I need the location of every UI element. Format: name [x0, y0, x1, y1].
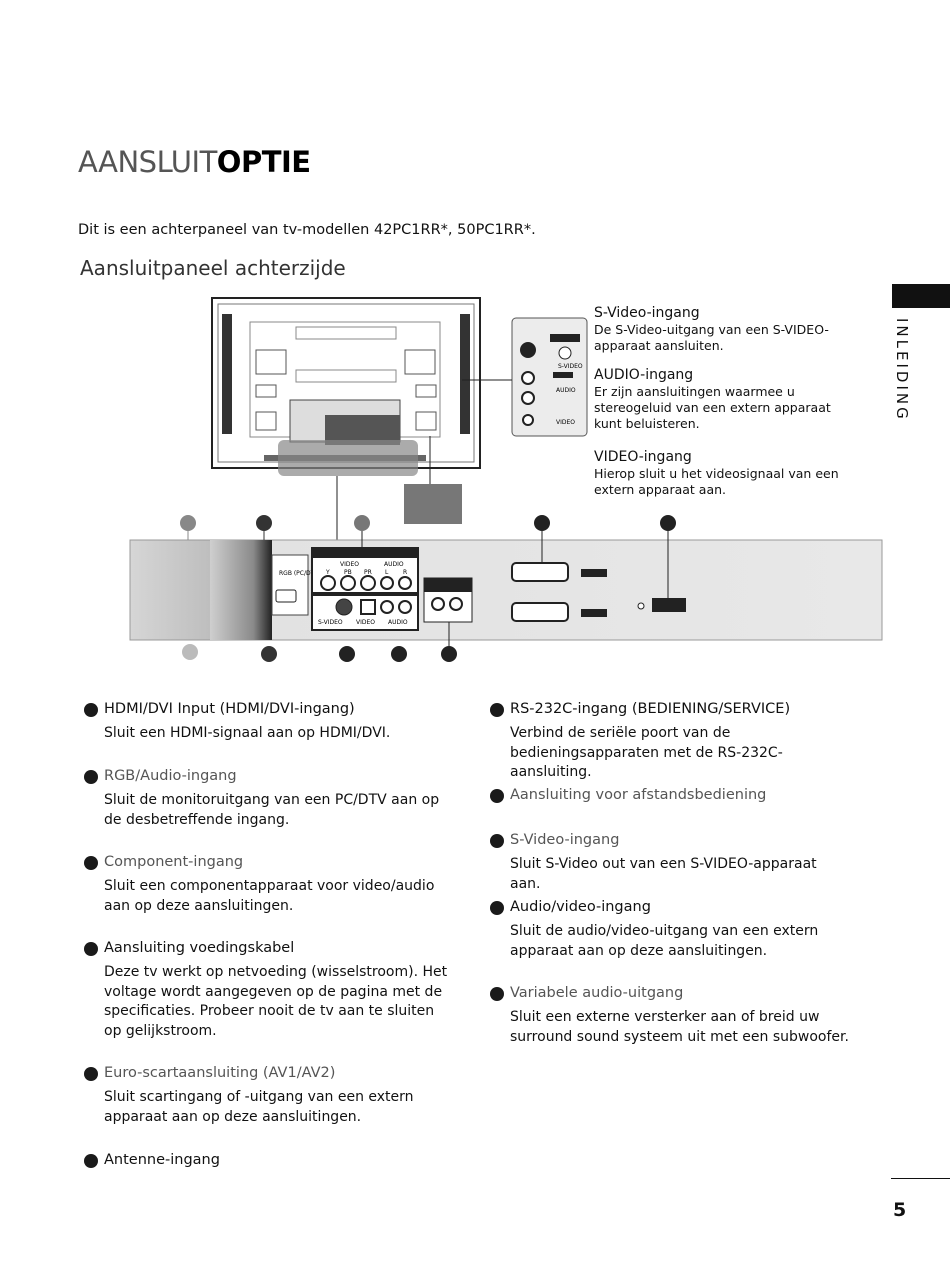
bullet-icon — [84, 1067, 98, 1081]
av-video-label: VIDEO — [356, 619, 375, 626]
callout-video: VIDEO-ingang Hierop sluit u het videosig… — [594, 448, 849, 498]
item-text: Sluit scartingang of -uitgang van een ex… — [104, 1089, 414, 1125]
component-audio-label: AUDIO — [384, 561, 404, 568]
pr-label: PR — [364, 569, 372, 576]
item-heading: Variabele audio-uitgang — [510, 985, 684, 1001]
component-video-label: VIDEO — [340, 561, 359, 568]
inset-svideo-label: S-VIDEO — [558, 363, 583, 370]
item-heading: Component-ingang — [104, 854, 244, 870]
callout-audio-head: AUDIO-ingang — [594, 367, 694, 383]
title-light: AANSLUIT — [78, 145, 217, 179]
item-text: Sluit een externe versterker aan of brei… — [510, 1009, 849, 1045]
callout-video-body: Hierop sluit u het videosignaal van een … — [594, 466, 839, 497]
item-text: Verbind de seriële poort van de bedienin… — [510, 725, 783, 780]
callout-svideo-head: S-Video-ingang — [594, 305, 700, 321]
pb-label: PB — [344, 569, 352, 576]
item-heading: RS-232C-ingang (BEDIENING/SERVICE) — [510, 701, 791, 717]
av-audio-label: AUDIO — [388, 619, 408, 626]
item-text: Sluit een componentapparaat voor video/a… — [104, 878, 435, 914]
callout-video-head: VIDEO-ingang — [594, 449, 692, 465]
bullet-icon — [84, 1154, 98, 1168]
section-subtitle: Aansluitpaneel achterzijde — [80, 256, 346, 280]
page-title: AANSLUITOPTIE — [78, 145, 311, 179]
item-heading: S-Video-ingang — [510, 832, 620, 848]
item-heading: Euro-scartaansluiting (AV1/AV2) — [104, 1065, 336, 1081]
intro-text: Dit is een achterpaneel van tv-modellen … — [78, 222, 536, 238]
bullet-icon — [490, 703, 504, 717]
bullet-icon — [84, 856, 98, 870]
page-number: 5 — [893, 1199, 907, 1221]
item-text: Sluit S-Video out van een S-VIDEO-appara… — [510, 856, 817, 892]
item-heading: HDMI/DVI Input (HDMI/DVI-ingang) — [104, 701, 355, 717]
l-label: L — [385, 569, 389, 576]
callout-svideo-body: De S-Video-uitgang van een S-VIDEO-appar… — [594, 322, 829, 353]
item-heading: Aansluiting voor afstandsbediening — [510, 787, 767, 803]
bullet-icon — [490, 901, 504, 915]
rear-panel-illustration: S-VIDEO AUDIO VIDEO RGB (PC/DTV) VIDEO A… — [129, 297, 883, 662]
item-heading: Aansluiting voedingskabel — [104, 940, 295, 956]
bullet-icon — [490, 834, 504, 848]
callout-audio-body: Er zijn aansluitingen waarmee u stereoge… — [594, 384, 831, 431]
item-heading: Antenne-ingang — [104, 1152, 220, 1168]
item-heading: Audio/video-ingang — [510, 899, 651, 915]
item-heading: RGB/Audio-ingang — [104, 768, 237, 784]
bullet-icon — [490, 789, 504, 803]
bullet-icon — [84, 703, 98, 717]
bullet-icon — [84, 770, 98, 784]
title-bold: OPTIE — [216, 145, 311, 179]
callout-audio: AUDIO-ingang Er zijn aansluitingen waarm… — [594, 366, 839, 432]
rgb-label: RGB (PC/DTV) — [279, 570, 321, 577]
bullet-icon — [490, 987, 504, 1001]
inset-video-label: VIDEO — [556, 419, 575, 426]
y-label: Y — [325, 569, 330, 576]
item-text: Sluit de monitoruitgang van een PC/DTV a… — [104, 792, 440, 828]
footer-rule — [891, 1178, 950, 1179]
r-label: R — [403, 569, 407, 576]
chapter-tab — [892, 284, 950, 308]
callout-svideo: S-Video-ingang De S-Video-uitgang van ee… — [594, 304, 854, 354]
chapter-label: INLEIDING — [893, 318, 911, 422]
item-text: Deze tv werkt op netvoeding (wisselstroo… — [104, 964, 448, 1039]
bullet-icon — [84, 942, 98, 956]
svideo-label: S-VIDEO — [318, 619, 343, 626]
item-text: Sluit de audio/video-uitgang van een ext… — [510, 923, 819, 959]
inset-audio-label: AUDIO — [556, 387, 576, 394]
item-text: Sluit een HDMI-signaal aan op HDMI/DVI. — [104, 725, 391, 741]
